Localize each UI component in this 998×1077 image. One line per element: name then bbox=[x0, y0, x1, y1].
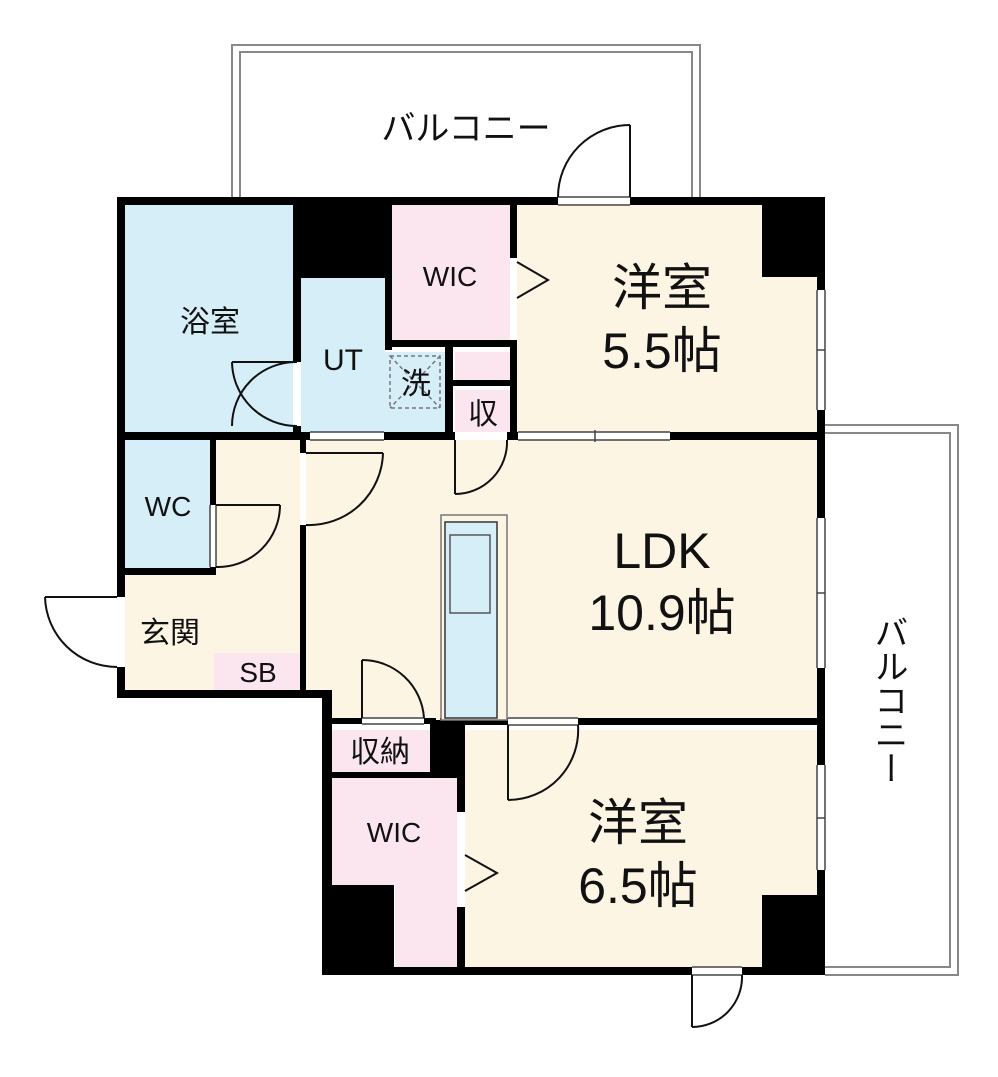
balcony-top bbox=[231, 44, 701, 198]
wc-area bbox=[122, 440, 212, 572]
bathroom-door bbox=[231, 361, 298, 427]
bedroom2-door bbox=[507, 724, 580, 802]
entrance-area bbox=[122, 575, 214, 693]
hall-door bbox=[305, 452, 384, 527]
wic-bottom-label: WIC bbox=[367, 817, 421, 848]
entrance-door bbox=[44, 596, 118, 668]
wc-label: WC bbox=[145, 491, 192, 522]
balcony-right bbox=[825, 424, 959, 976]
washer-label: 洗 bbox=[401, 368, 431, 401]
ut-area bbox=[300, 278, 448, 435]
wic-top-area bbox=[392, 203, 514, 343]
wic-top-label: WIC bbox=[423, 261, 477, 292]
bedroom1-name: 洋室 bbox=[612, 260, 712, 316]
bathroom-area bbox=[122, 203, 297, 435]
window-frames bbox=[209, 196, 826, 976]
wc-door bbox=[215, 504, 281, 569]
door-swings bbox=[44, 124, 744, 1028]
storage-small-door bbox=[454, 439, 509, 495]
storage-label: 収納 bbox=[350, 736, 410, 769]
labels: バルコニー バルコニー 浴室 UT 洗 WIC 収 洋室 5.5帖 WC 玄関 … bbox=[140, 110, 907, 914]
shoebox-label: SB bbox=[239, 657, 276, 688]
wic-bottom-door bbox=[464, 854, 500, 892]
storage-strip-area bbox=[455, 352, 515, 382]
ldk-area bbox=[304, 440, 820, 725]
hall-area bbox=[214, 440, 304, 695]
wic-top-door bbox=[516, 261, 550, 299]
ldk-size: 10.9帖 bbox=[588, 585, 735, 641]
balcony-bottom-door bbox=[691, 974, 744, 1028]
ldk-name: LDK bbox=[613, 523, 710, 579]
bedroom2-name: 洋室 bbox=[588, 795, 688, 851]
storage-area bbox=[330, 730, 430, 772]
washer-space bbox=[389, 355, 441, 409]
storage-small-area bbox=[455, 390, 515, 435]
kitchen-counter bbox=[440, 514, 508, 721]
ut-label: UT bbox=[323, 344, 363, 377]
balcony-right-label: バルコニー bbox=[869, 615, 907, 785]
storage-door bbox=[361, 658, 425, 719]
shoebox-area bbox=[214, 653, 302, 693]
storage-small-label: 収 bbox=[468, 398, 498, 431]
wic-bottom-area bbox=[330, 778, 462, 968]
entrance-label: 玄関 bbox=[140, 617, 200, 650]
balcony-top-label: バルコニー bbox=[381, 110, 550, 148]
balcony-top-door bbox=[557, 124, 631, 198]
bedroom2-size: 6.5帖 bbox=[578, 858, 698, 914]
bedroom1-size: 5.5帖 bbox=[602, 323, 722, 379]
bathroom-label: 浴室 bbox=[180, 306, 240, 339]
bedroom2-area bbox=[462, 730, 820, 968]
